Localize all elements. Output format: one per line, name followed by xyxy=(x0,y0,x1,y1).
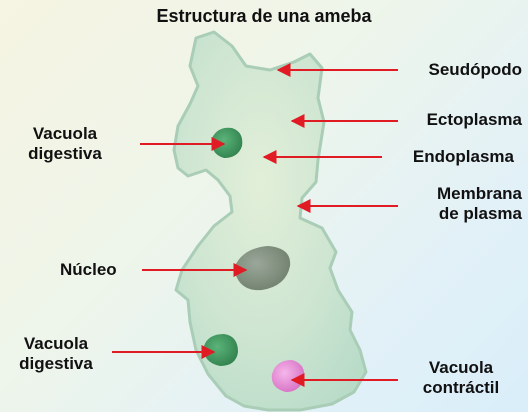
nucleo-organelle xyxy=(234,246,291,291)
label-nucleo: Núcleo xyxy=(60,260,117,279)
label-vacuola-digestiva-top: Vacuola digestiva xyxy=(28,124,102,163)
label-ectoplasma: Ectoplasma xyxy=(426,110,522,129)
label-vacuola-digestiva-bottom: Vacuola digestiva xyxy=(19,334,93,373)
amoeba-body xyxy=(172,30,368,412)
label-endoplasma: Endoplasma xyxy=(412,147,514,166)
label-membrana-de-plasma: Membrana de plasma xyxy=(436,184,522,223)
diagram-title: Estructura de una ameba xyxy=(156,6,372,26)
label-vacuola-contractil: Vacuola contráctil xyxy=(422,358,500,397)
label-seudopodo: Seudópodo xyxy=(428,60,522,79)
